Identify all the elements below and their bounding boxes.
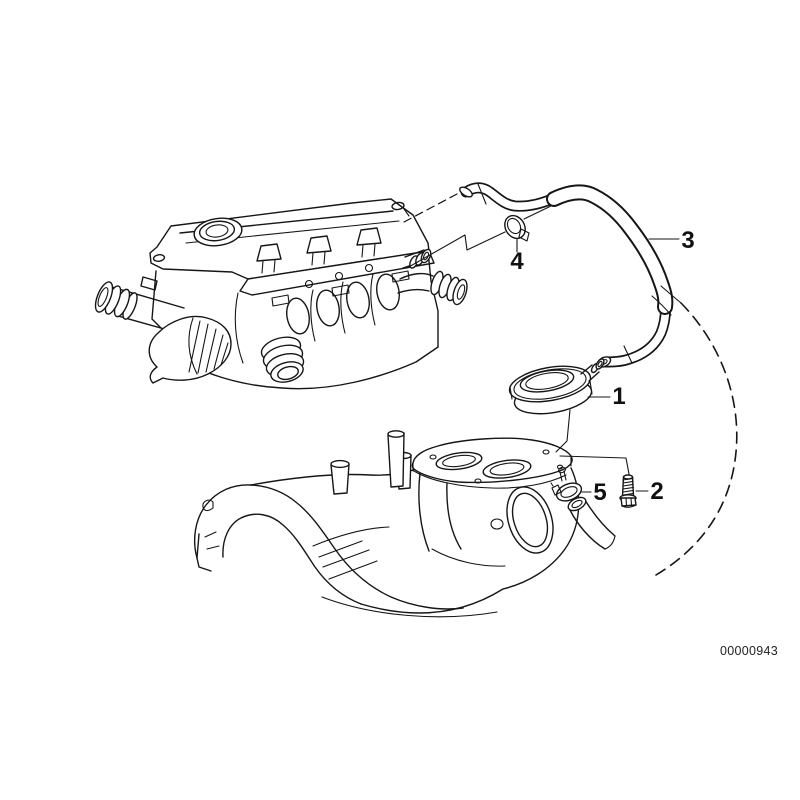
leader-part2 [559,455,630,475]
thermostat-housing [148,315,232,384]
intake-manifold-drawing [194,430,616,618]
callout-1[interactable]: 1 [612,383,625,410]
hose-open-end [459,186,473,198]
mounting-flange-plate [411,437,573,484]
callout-5[interactable]: 5 [593,479,606,506]
bolt-drawing [619,474,637,508]
leader-part4 [406,231,506,269]
callout-2[interactable]: 2 [650,478,663,505]
leader-clamp4-to-hose [523,205,552,220]
leader-part1-to-manifold [555,409,571,453]
mounting-studs [330,430,412,495]
manifold-hose-stub [567,496,616,550]
doc-number: 00000943 [720,644,778,658]
bottom-port [260,336,305,383]
throttle-opening [506,486,554,554]
phantom-hose-path [655,302,738,576]
vent-valve-drawing [508,358,605,415]
coolant-elbow [397,270,468,306]
callout-4[interactable]: 4 [510,248,524,275]
callout-3[interactable]: 3 [681,227,694,254]
clamp-drawing [550,482,583,502]
leader-engine-to-hose [403,193,458,223]
clamp-small-drawing [504,214,530,242]
cylinder-head-drawing [94,198,468,390]
water-hose-stub [94,281,185,335]
leader-lines [403,193,680,493]
vent-hose-drawing [459,182,682,368]
